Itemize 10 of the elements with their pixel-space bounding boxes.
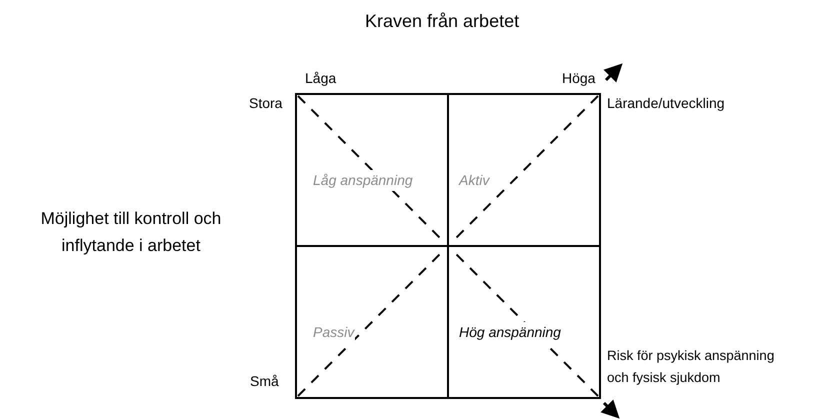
axis-label: Små [250,372,279,391]
axis-label: Låga [305,69,336,88]
axis-label: Risk för psykisk anspänning och fysisk sjukdom [607,347,776,387]
axis-label: Stora [249,94,282,113]
axis-label: Möjlighet till kontroll och inflytande i arbetet [40,208,222,257]
title: Kraven från arbetet [365,10,520,33]
quadrant-label: Hög anspänning [458,322,562,343]
axis-label: Lärande/utveckling [607,94,725,113]
quadrant-label: Låg anspänning [312,170,414,191]
axis-label: Höga [562,69,596,88]
